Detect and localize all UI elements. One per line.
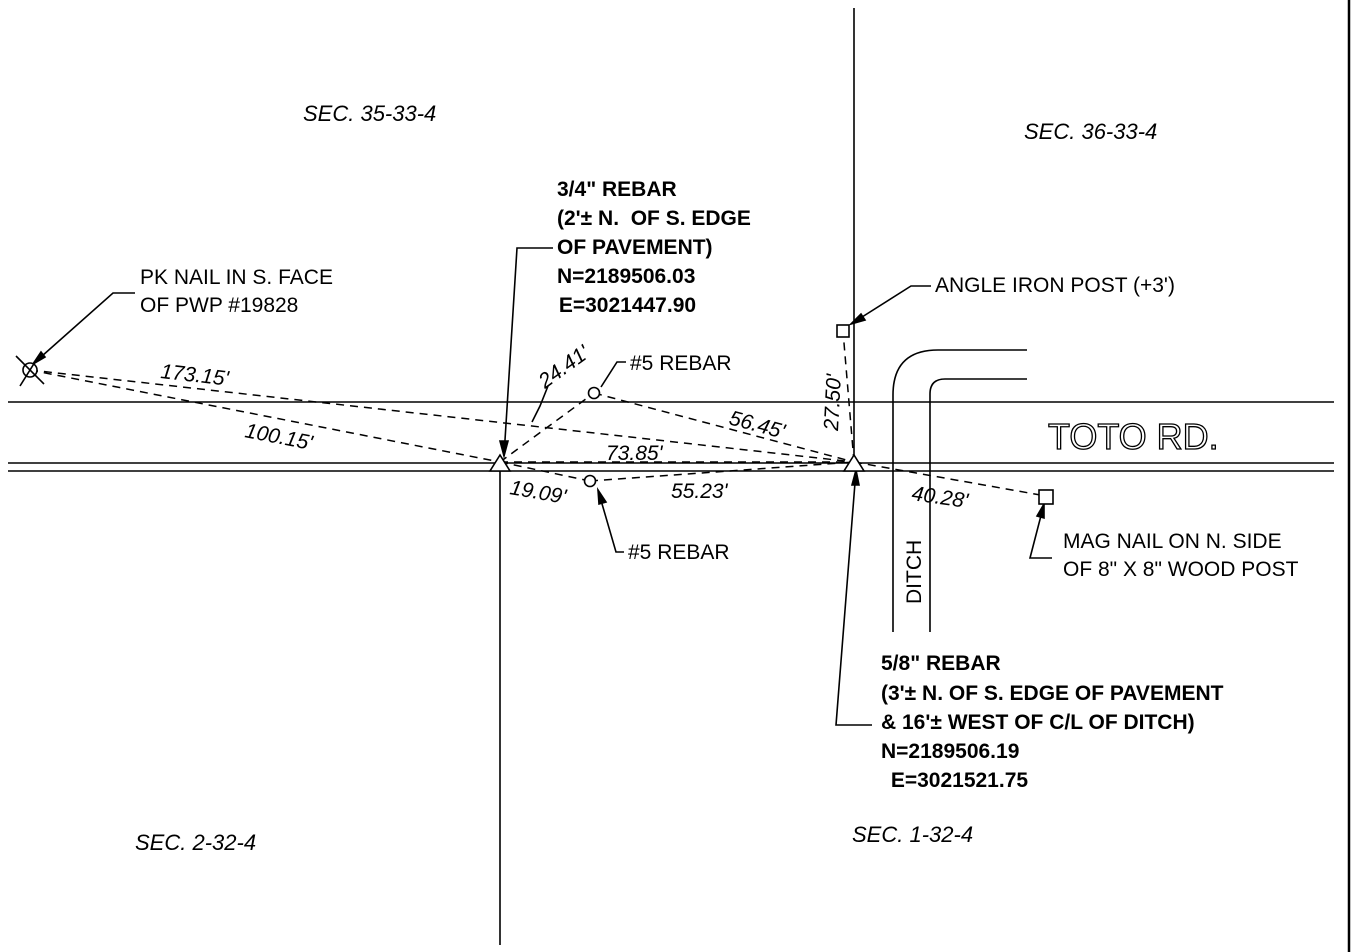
dist-rebar5s-to-58: 55.23'	[671, 480, 729, 503]
rebar-34-line-1: 3/4" REBAR	[557, 178, 677, 201]
leader-rebar5n	[600, 361, 626, 388]
pk-nail-line-1: PK NAIL IN S. FACE	[140, 266, 333, 289]
leader-mag-nail	[1028, 503, 1052, 559]
rebar-34-callout: 3/4" REBAR (2'± N. OF S. EDGE OF PAVEMEN…	[553, 178, 751, 317]
dist-rebar5n-to-58: 56.45'	[727, 407, 789, 444]
mag-nail-line-2: OF 8" X 8" WOOD POST	[1063, 558, 1299, 581]
dist-34-to-rebar5n: 24.41'	[534, 341, 595, 394]
rebar5-south-label: #5 REBAR	[628, 541, 730, 564]
tie-line-34-to-rebar5n	[499, 392, 595, 463]
section-label-sw: SEC. 2-32-4	[135, 830, 256, 855]
section-label-se: SEC. 1-32-4	[852, 822, 973, 847]
tie-line-rebar5n-to-58	[593, 392, 855, 463]
rebar-58-line-2: (3'± N. OF S. EDGE OF PAVEMENT	[881, 682, 1224, 705]
dist-58-to-mag: 40.28'	[910, 482, 970, 513]
dist-34-to-rebar5s: 19.09'	[508, 476, 569, 509]
leader-24-41	[531, 385, 549, 423]
rebar-34-triangle-icon	[488, 453, 512, 472]
rebar-34-line-2: (2'± N. OF S. EDGE	[557, 207, 751, 230]
ditch-east-bank	[929, 378, 1027, 632]
rebar-58-callout: 5/8" REBAR (3'± N. OF S. EDGE OF PAVEMEN…	[881, 652, 1224, 792]
rebar-58-line-1: 5/8" REBAR	[881, 652, 1001, 675]
rebar5-north-label: #5 REBAR	[630, 352, 732, 375]
mag-nail-square-icon	[1038, 489, 1054, 505]
tie-line-58-to-angle	[842, 330, 855, 463]
section-label-ne: SEC. 36-33-4	[1024, 119, 1157, 144]
pk-nail-marker	[15, 353, 45, 387]
rebar-34-line-3: OF PAVEMENT)	[557, 236, 713, 259]
rebar5-north-marker	[587, 386, 601, 400]
section-label-nw: SEC. 35-33-4	[303, 101, 436, 126]
pk-nail-line-2: OF PWP #19828	[140, 294, 298, 317]
dist-pk-to-34: 100.15'	[243, 419, 315, 455]
angle-iron-square-icon	[836, 324, 850, 338]
rebar-34-line-5: E=3021447.90	[553, 294, 696, 317]
rebar-58-line-5: E=3021521.75	[885, 769, 1028, 792]
dist-34-to-58: 73.85'	[606, 442, 664, 465]
tie-line-58-to-mag	[853, 461, 1047, 497]
tie-line-34-to-rebar5s	[499, 461, 591, 482]
mag-nail-line-1: MAG NAIL ON N. SIDE	[1063, 530, 1282, 553]
tie-line-pk-to-58	[29, 369, 855, 463]
arrow-rebar-34	[498, 440, 510, 460]
dist-58-to-angle: 27.50'	[820, 373, 846, 433]
leader-rebar5s	[597, 489, 624, 553]
leader-rebar-58	[835, 469, 872, 726]
rebar-34-line-4: N=2189506.03	[557, 265, 695, 288]
rebar-58-line-3: & 16'± WEST OF C/L OF DITCH)	[881, 711, 1195, 734]
tie-line-rebar5s-to-58	[589, 461, 855, 482]
leader-rebar-34	[503, 247, 553, 457]
rebar5-south-marker	[583, 474, 597, 488]
leader-pk-nail	[32, 292, 135, 365]
road-name: TOTO RD.	[1048, 416, 1219, 457]
ditch-label: DITCH	[903, 540, 926, 604]
tie-line-pk-to-34	[29, 369, 501, 463]
ditch-west-bank	[892, 349, 1027, 632]
leader-angle-iron	[850, 285, 931, 325]
arrow-rebar5s	[596, 487, 608, 506]
arrow-mag-nail	[1035, 501, 1045, 520]
arrow-angle-iron	[848, 312, 867, 326]
rebar-58-triangle-icon	[842, 453, 866, 472]
rebar-58-line-4: N=2189506.19	[881, 740, 1019, 763]
angle-iron-label: ANGLE IRON POST (+3')	[935, 274, 1175, 297]
arrow-rebar-58	[850, 469, 860, 486]
